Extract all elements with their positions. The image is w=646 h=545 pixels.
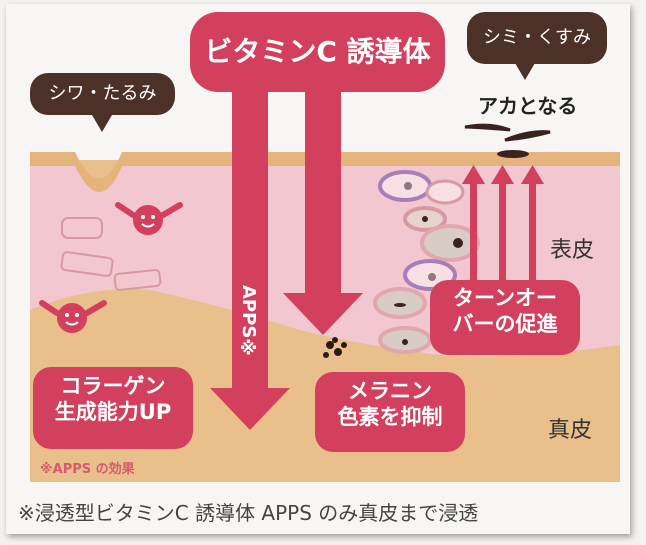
apps-arrow-label: APPS※ [238, 285, 259, 360]
wrinkles-bubble: シワ・たるみ [30, 73, 175, 115]
collagen-character-icon [39, 202, 183, 333]
collagen-box: コラーゲン 生成能力UP [33, 367, 193, 449]
melanin-icon [323, 337, 347, 358]
apps-effect-note: ※APPS の効果 [40, 462, 135, 477]
melanin-line-2: 色素を抑制 [337, 405, 443, 430]
melanin-box: メラニン 色素を抑制 [315, 372, 465, 452]
turnover-line-2: バーの促進 [452, 312, 558, 337]
turnover-line-1: ターンオー [453, 286, 557, 310]
spots-bubble: シミ・くすみ [467, 12, 607, 64]
skin-surface [30, 152, 620, 192]
cells-left [60, 217, 162, 291]
collagen-line-1: コラーゲン [60, 374, 166, 398]
epidermis-label: 表皮 [550, 238, 595, 263]
collagen-line-2: 生成能力UP [54, 400, 172, 425]
melanin-line-1: メラニン [348, 379, 432, 403]
turnover-arrows [462, 165, 544, 282]
turnover-box: ターンオー バーの促進 [430, 280, 580, 355]
bubble-tail [92, 115, 112, 132]
bubble-tail [515, 63, 535, 80]
footnote: ※浸透型ビタミンC 誘導体 APPS のみ真皮まで浸透 [18, 501, 479, 525]
flakes [464, 123, 551, 158]
vitamin-c-title: ビタミンC 誘導体 [190, 12, 445, 92]
aka-label: アカとなる [478, 94, 578, 118]
vitamin-c-arrows [210, 90, 363, 430]
dermis-label: 真皮 [548, 418, 593, 443]
